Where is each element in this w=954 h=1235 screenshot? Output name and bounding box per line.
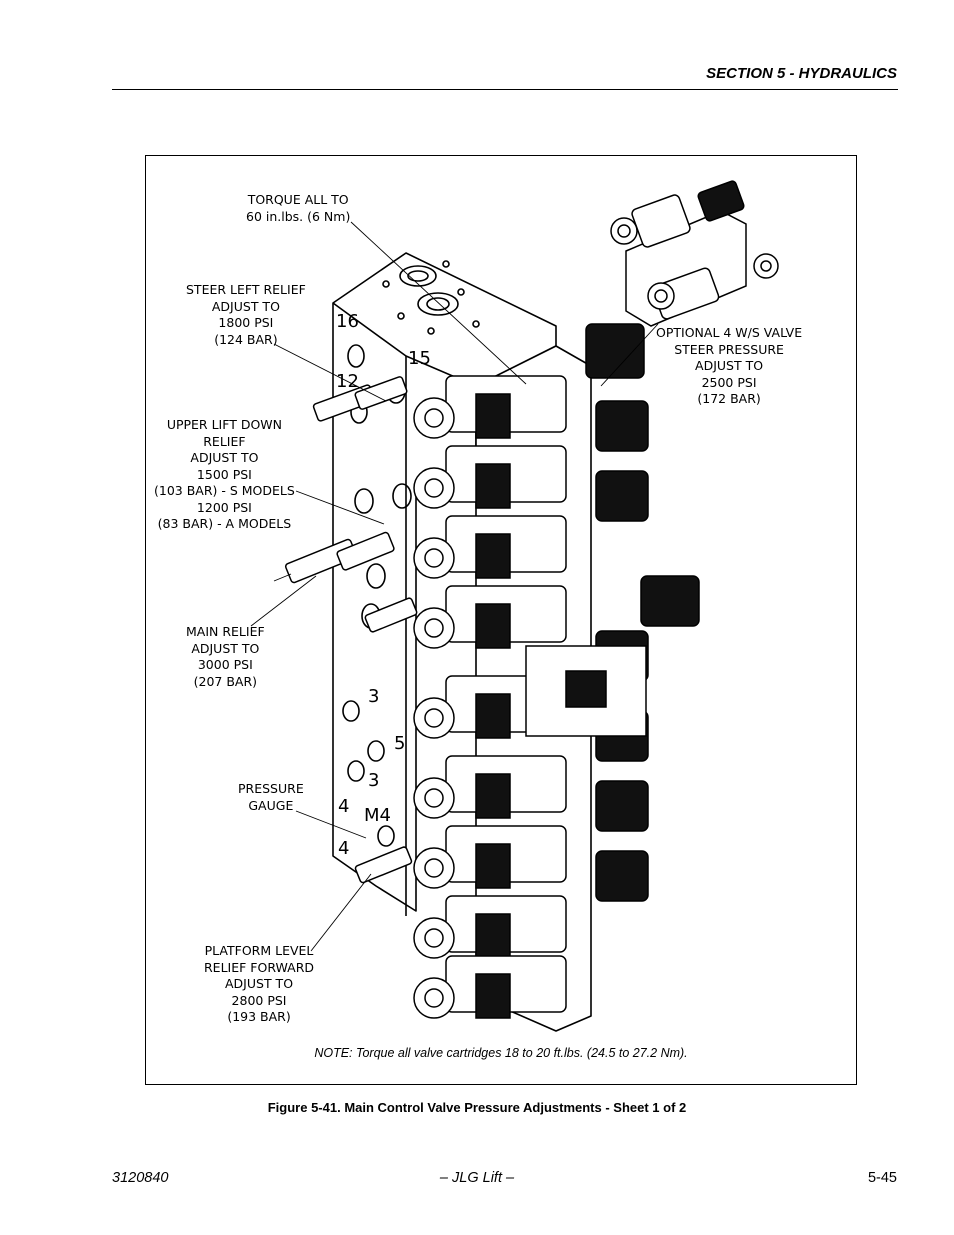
port-label-3b: 3 bbox=[368, 770, 380, 791]
footer-publisher: – JLG Lift – bbox=[439, 1170, 515, 1186]
footer-page-number: 5-45 bbox=[867, 1170, 897, 1186]
header-divider bbox=[112, 89, 898, 90]
figure-frame: 16 15 12 3 5 3 4 M4 4 TORQUE ALL TO 60 i… bbox=[145, 155, 857, 1085]
port-label-5: 5 bbox=[394, 733, 406, 754]
torque-note: NOTE: Torque all valve cartridges 18 to … bbox=[314, 1046, 688, 1060]
port-label-15: 15 bbox=[408, 348, 431, 369]
callout-upper-lift-down-relief: UPPER LIFT DOWN RELIEF ADJUST TO 1500 PS… bbox=[154, 417, 295, 531]
callout-platform-level-relief: PLATFORM LEVEL RELIEF FORWARD ADJUST TO … bbox=[204, 943, 315, 1024]
valve-illustration bbox=[250, 180, 779, 1032]
port-label-4a: 4 bbox=[338, 796, 350, 817]
port-label-4b: 4 bbox=[338, 838, 350, 859]
section-header: SECTION 5 - HYDRAULICS bbox=[706, 65, 897, 82]
callout-pressure-gauge: PRESSURE GAUGE bbox=[238, 781, 304, 813]
figure-caption: Figure 5-41. Main Control Valve Pressure… bbox=[267, 1100, 687, 1115]
port-label-12: 12 bbox=[336, 371, 359, 392]
callout-main-relief: MAIN RELIEF ADJUST TO 3000 PSI (207 BAR) bbox=[186, 624, 265, 689]
port-label-16: 16 bbox=[336, 311, 359, 332]
callout-optional-4ws-valve: OPTIONAL 4 W/S VALVE STEER PRESSURE ADJU… bbox=[656, 325, 803, 406]
port-label-m4: M4 bbox=[364, 805, 391, 826]
footer-doc-number: 3120840 bbox=[112, 1170, 169, 1186]
port-label-3a: 3 bbox=[368, 686, 380, 707]
callout-steer-left-relief: STEER LEFT RELIEF ADJUST TO 1800 PSI (12… bbox=[186, 282, 306, 347]
callout-torque: TORQUE ALL TO 60 in.lbs. (6 Nm) bbox=[246, 192, 351, 224]
